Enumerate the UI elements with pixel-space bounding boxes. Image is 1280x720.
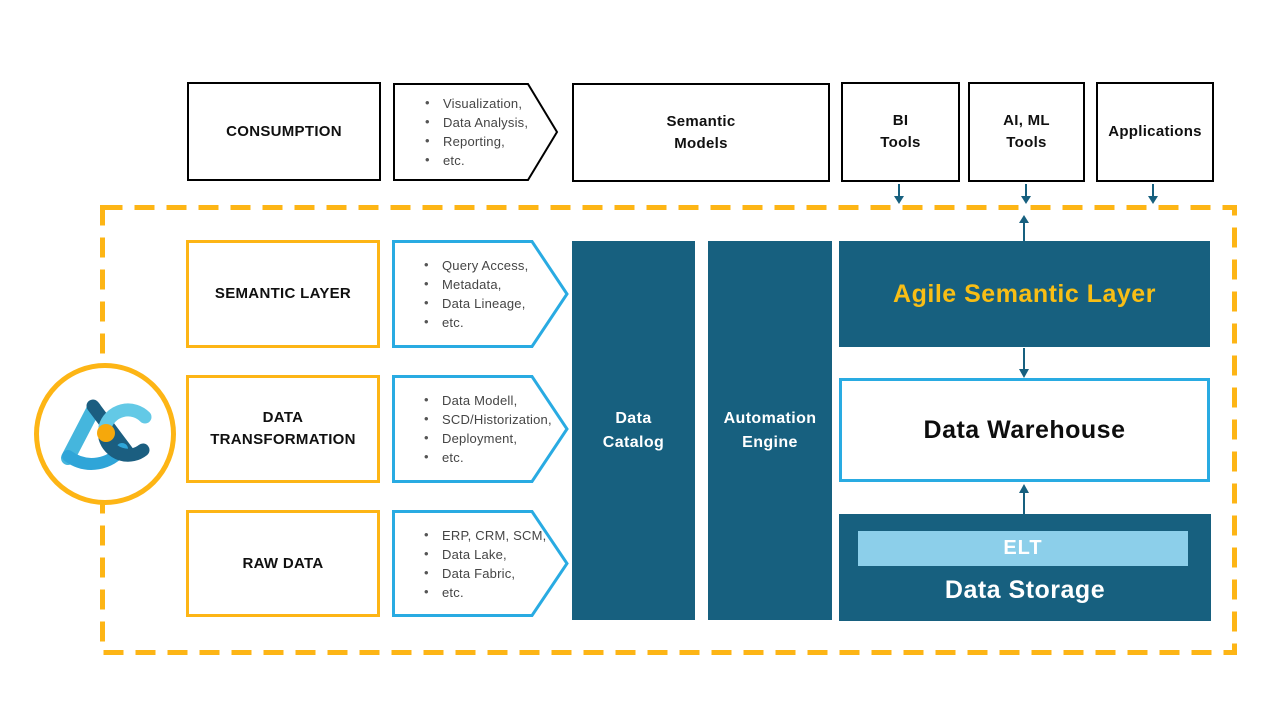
raw-data-box: RAW DATA <box>186 510 380 617</box>
data-catalog-pillar: Data Catalog <box>572 241 695 620</box>
raw-data-details-chevron: ERP, CRM, SCM,Data Lake,Data Fabric,etc. <box>392 510 569 617</box>
raw-data-bullet-list: ERP, CRM, SCM,Data Lake,Data Fabric,etc. <box>392 525 546 602</box>
semantic-layer-bullet-list: Query Access,Metadata,Data Lineage,etc. <box>392 255 528 332</box>
consumption-bullet-list: Visualization,Data Analysis,Reporting,et… <box>393 93 528 170</box>
bullet-item: Data Lineage, <box>424 293 528 313</box>
bullet-item: Metadata, <box>424 274 528 294</box>
data-warehouse-label: Data Warehouse <box>923 415 1126 444</box>
agile-semantic-layer-label: Agile Semantic Layer <box>893 279 1156 308</box>
ai-ml-tools-box: AI, ML Tools <box>968 82 1085 182</box>
data-catalog-label: Data Catalog <box>602 409 665 451</box>
arrow-storage-to-warehouse-up-icon <box>1019 484 1029 514</box>
bullet-item: Data Lake, <box>424 544 546 564</box>
bullet-item: ERP, CRM, SCM, <box>424 525 546 545</box>
bullet-item: Data Fabric, <box>424 563 546 583</box>
bullet-item: Data Analysis, <box>425 112 528 132</box>
bullet-item: SCD/Historization, <box>424 409 552 429</box>
ac-monogram-icon <box>61 399 152 470</box>
bullet-item: Query Access, <box>424 255 528 275</box>
bullet-item: etc. <box>424 582 546 602</box>
data-transformation-bullet-list: Data Modell,SCD/Historization,Deployment… <box>392 390 552 467</box>
company-logo <box>34 363 176 505</box>
data-storage-label: Data Storage <box>944 576 1106 604</box>
arrow-ai-ml-tools-down-icon <box>1021 184 1031 204</box>
consumption-box: CONSUMPTION <box>187 82 381 181</box>
elt-label: ELT <box>1003 537 1043 559</box>
raw-data-label: RAW DATA <box>242 554 324 572</box>
data-warehouse-box: Data Warehouse <box>839 378 1210 482</box>
data-transformation-details-chevron: Data Modell,SCD/Historization,Deployment… <box>392 375 569 483</box>
semantic-layer-label: SEMANTIC LAYER <box>214 285 352 302</box>
bi-tools-box: BI Tools <box>841 82 960 182</box>
bullet-item: Visualization, <box>425 93 528 113</box>
semantic-models-box: Semantic Models <box>572 83 830 182</box>
bi-tools-label: BI Tools <box>880 112 921 151</box>
data-transformation-box: DATA TRANSFORMATION <box>186 375 380 483</box>
consumption-details-chevron: Visualization,Data Analysis,Reporting,et… <box>393 83 559 181</box>
bullet-item: etc. <box>424 447 552 467</box>
data-transformation-label: DATA TRANSFORMATION <box>210 409 356 448</box>
agile-semantic-layer-box: Agile Semantic Layer <box>839 241 1210 347</box>
arrow-agile-to-warehouse-down-icon <box>1019 348 1029 378</box>
semantic-models-label: Semantic Models <box>666 112 736 152</box>
semantic-layer-details-chevron: Query Access,Metadata,Data Lineage,etc. <box>392 240 569 348</box>
automation-engine-label: Automation Engine <box>723 409 817 451</box>
elt-bar: ELT <box>858 531 1188 566</box>
bullet-item: etc. <box>424 312 528 332</box>
consumption-label: CONSUMPTION <box>226 122 342 140</box>
arrow-applications-down-icon <box>1148 184 1158 204</box>
data-storage-box: ELT Data Storage <box>839 514 1211 621</box>
bullet-item: Reporting, <box>425 131 528 151</box>
arrow-agile-to-boundary-up-icon <box>1019 215 1029 241</box>
applications-box: Applications <box>1096 82 1214 182</box>
bullet-item: Deployment, <box>424 428 552 448</box>
automation-engine-pillar: Automation Engine <box>708 241 832 620</box>
applications-label: Applications <box>1108 123 1202 140</box>
bullet-item: etc. <box>425 150 528 170</box>
arrow-bi-tools-down-icon <box>894 184 904 204</box>
bullet-item: Data Modell, <box>424 390 552 410</box>
ai-ml-tools-label: AI, ML Tools <box>1003 112 1050 151</box>
semantic-layer-box: SEMANTIC LAYER <box>186 240 380 348</box>
